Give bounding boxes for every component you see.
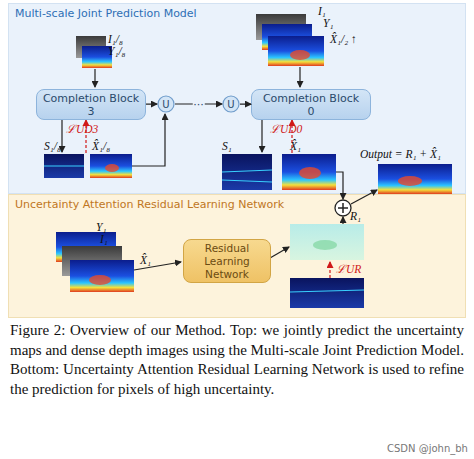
node-text: 0: [308, 105, 315, 118]
math-label: ℒUD3: [66, 123, 98, 135]
math-label: X̂₁: [290, 140, 301, 152]
node-text: Residual Learning Network: [190, 242, 264, 281]
math-label: I₁: [100, 233, 108, 245]
panel-band: Multi-scale Joint Prediction ModelComple…: [8, 3, 466, 194]
upsample-circle: U: [222, 95, 240, 113]
process-box: Residual Learning Network: [183, 239, 271, 283]
math-label: S₁/₈: [44, 140, 61, 152]
node-text: U: [162, 99, 169, 110]
math-label: Output = R₁ + X̂₁: [360, 148, 441, 160]
process-box: Completion Block0: [251, 89, 371, 120]
math-label: ℒUR: [336, 263, 361, 275]
circle-outline: [223, 96, 239, 112]
node-text: 3: [88, 105, 95, 118]
node-text: Uncertainty Attention Residual Learning …: [15, 198, 284, 211]
math-label: R₁: [350, 210, 361, 222]
figure-caption: Figure 2: Overview of our Method. Top: w…: [10, 321, 464, 399]
circle-outline: [158, 96, 174, 112]
watermark: CSDN @john_bh: [385, 443, 470, 455]
math-label: Y₁/₈: [108, 45, 126, 57]
math-label: Y₁: [323, 17, 333, 29]
math-label: I₁: [318, 5, 326, 17]
math-label: Y₁: [96, 221, 106, 233]
node-text: Completion Block: [263, 92, 359, 105]
math-label: I₁/₈: [108, 33, 123, 45]
math-label: ℒUD0: [270, 123, 302, 135]
edge-label: ···: [192, 99, 205, 110]
process-box: Completion Block3: [36, 89, 146, 120]
math-label: X̂₁/₂ ↑: [330, 33, 357, 45]
upsample-circle: U: [157, 95, 175, 113]
panel-band: Uncertainty Attention Residual Learning …: [8, 194, 466, 318]
math-label: X̂₁/₈: [92, 140, 110, 152]
math-label: X̂₁: [140, 254, 151, 266]
math-label: S₁: [222, 140, 232, 152]
node-text: Multi-scale Joint Prediction Model: [15, 7, 197, 20]
node-text: U: [227, 99, 234, 110]
node-text: Completion Block: [43, 92, 139, 105]
